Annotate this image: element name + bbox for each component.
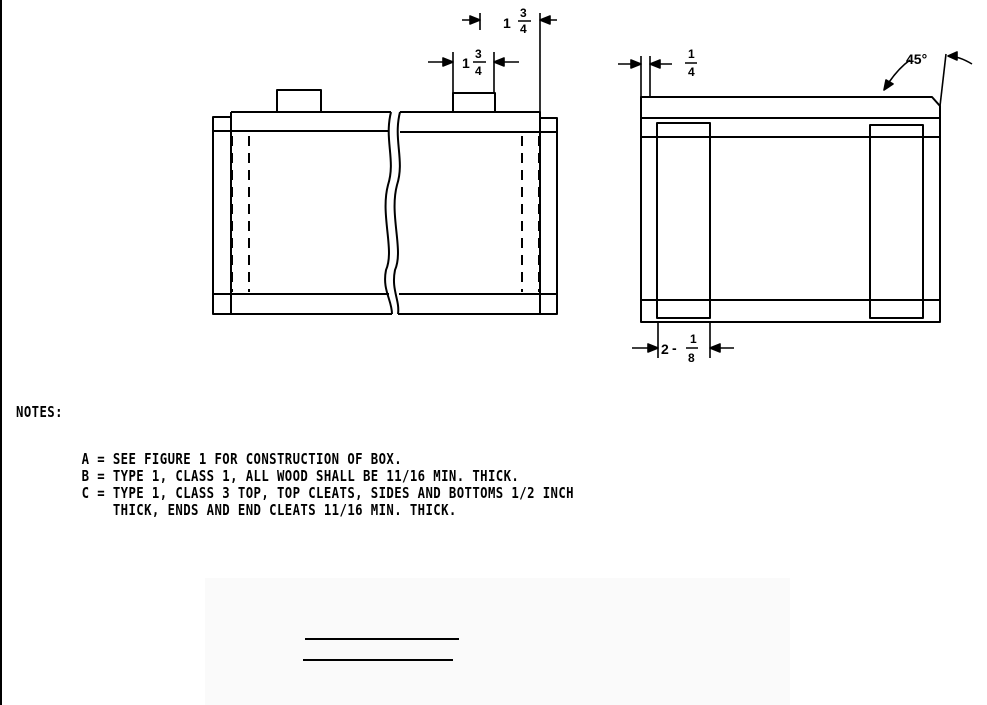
- extension-line: [452, 52, 495, 93]
- end-panel: [640, 96, 941, 323]
- end-cleat-left: [212, 116, 232, 315]
- break-line-right: [393, 111, 401, 315]
- dim-end-cleat-num: 1: [690, 332, 697, 346]
- arrowhead: [647, 343, 721, 353]
- page-left-border: [0, 0, 2, 705]
- signature-line-1: [305, 638, 459, 640]
- arrowhead: [947, 51, 958, 61]
- dimension-lines: [428, 13, 973, 358]
- dim-end-cleat-den: 8: [688, 351, 695, 365]
- end-rails: [641, 117, 940, 301]
- end-cleat-right: [539, 117, 558, 315]
- arrowhead: [883, 79, 894, 91]
- end-view: [640, 96, 941, 323]
- hidden-line: [659, 136, 709, 301]
- arrowhead: [442, 57, 505, 67]
- signature-line-2: [303, 659, 453, 661]
- extension-line: [640, 56, 651, 97]
- handle-right: [452, 92, 496, 113]
- end-cleat-1: [656, 122, 711, 319]
- handle-left: [276, 89, 322, 113]
- notes-heading: NOTES:: [16, 403, 63, 421]
- dim-end-cleat-whole: 2: [661, 341, 669, 357]
- dim-dash: -: [672, 340, 677, 356]
- hidden-line: [872, 136, 921, 301]
- break-line-left: [384, 111, 393, 315]
- dim-angle: 45°: [906, 51, 927, 67]
- note-b: B = TYPE 1, CLASS 1, ALL WOOD SHALL BE 1…: [81, 467, 520, 485]
- extension-line: [939, 53, 947, 107]
- note-c: C = TYPE 1, CLASS 3 TOP, TOP CLEATS, SID…: [81, 484, 574, 502]
- dim-cleat-num: 3: [475, 47, 482, 61]
- end-cleat-2: [869, 124, 924, 319]
- dim-cleat-den: 4: [475, 64, 482, 78]
- arrowhead: [469, 15, 551, 25]
- dim-top-whole: 1: [503, 15, 511, 31]
- extension-line: [657, 322, 711, 358]
- note-a: A = SEE FIGURE 1 FOR CONSTRUCTION OF BOX…: [81, 450, 403, 468]
- upper-rail: [213, 130, 557, 133]
- dim-top-num: 3: [520, 6, 527, 20]
- note-c-continued: THICK, ENDS AND END CLEATS 11/16 MIN. TH…: [81, 501, 457, 519]
- notes-section: NOTES: A = SEE FIGURE 1 FOR CONSTRUCTION…: [16, 404, 574, 519]
- top-board: [230, 111, 541, 132]
- dim-bevel-num: 1: [688, 47, 695, 61]
- dim-top-den: 4: [520, 22, 527, 36]
- side-view: [212, 89, 558, 315]
- dim-cleat-whole: 1: [462, 55, 470, 71]
- box-drawing: 1 3 4 1 3 4 1 4 45° 2 - 1 8: [212, 6, 973, 365]
- dim-bevel-den: 4: [688, 65, 695, 79]
- arrowhead: [630, 59, 661, 69]
- extension-line: [479, 13, 541, 112]
- signature-area: [205, 578, 790, 705]
